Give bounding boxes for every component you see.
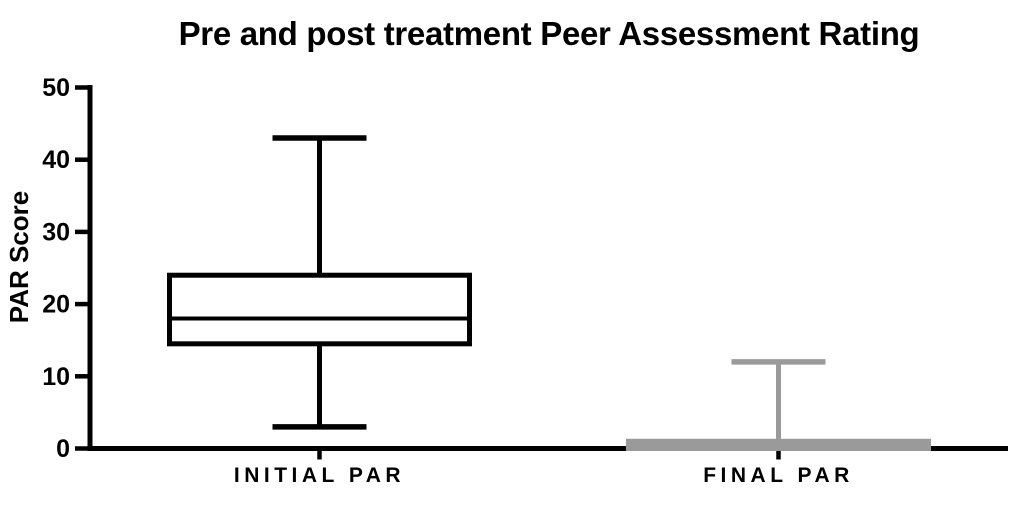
y-tick-label: 20 (42, 291, 70, 319)
y-axis-title: PAR Score (4, 191, 34, 323)
y-tick-label: 0 (56, 435, 70, 463)
x-category-label: FINAL PAR (703, 464, 854, 487)
box-rect (167, 272, 472, 347)
y-tick-label: 40 (42, 146, 70, 174)
chart-title: Pre and post treatment Peer Assessment R… (179, 15, 920, 52)
y-tick-label: 30 (42, 218, 70, 246)
y-tick-label: 10 (42, 363, 70, 391)
x-category-label: INITIAL PAR (234, 464, 405, 487)
y-tick-label: 50 (42, 74, 70, 102)
